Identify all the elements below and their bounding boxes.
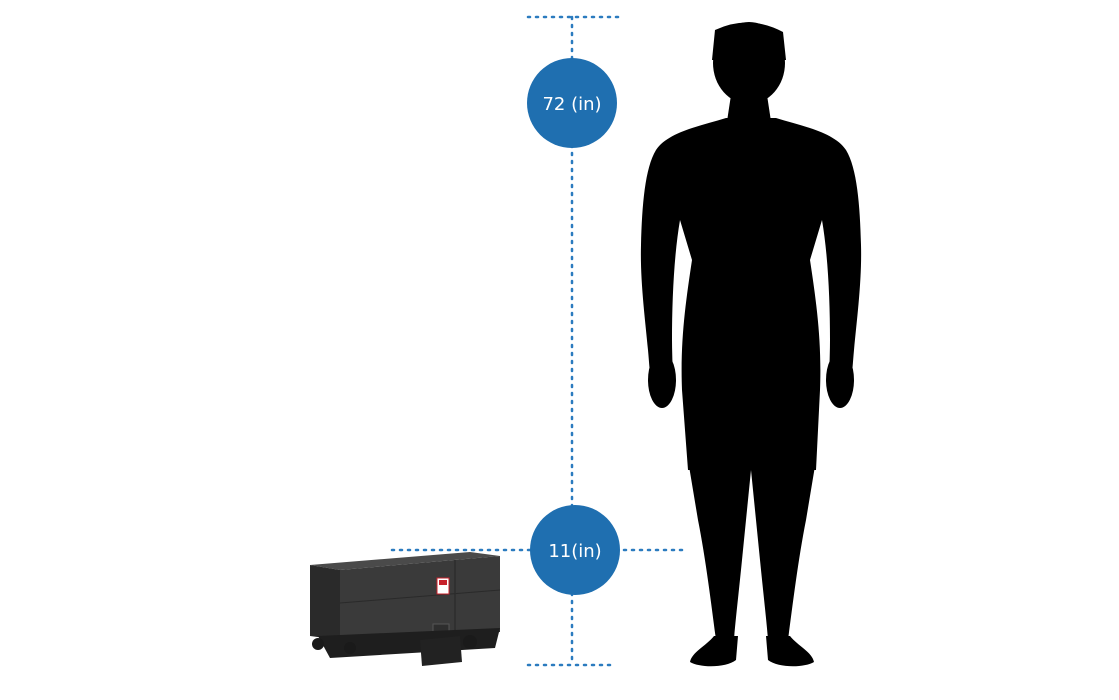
product-height-label: 11(in)	[548, 541, 601, 562]
human-height-label: 72 (in)	[542, 94, 601, 115]
guide-lines	[390, 15, 690, 667]
product-height-badge: 11(in)	[530, 505, 620, 595]
human-height-badge: 72 (in)	[527, 58, 617, 148]
human-silhouette	[640, 22, 862, 667]
product-unit	[310, 552, 501, 666]
